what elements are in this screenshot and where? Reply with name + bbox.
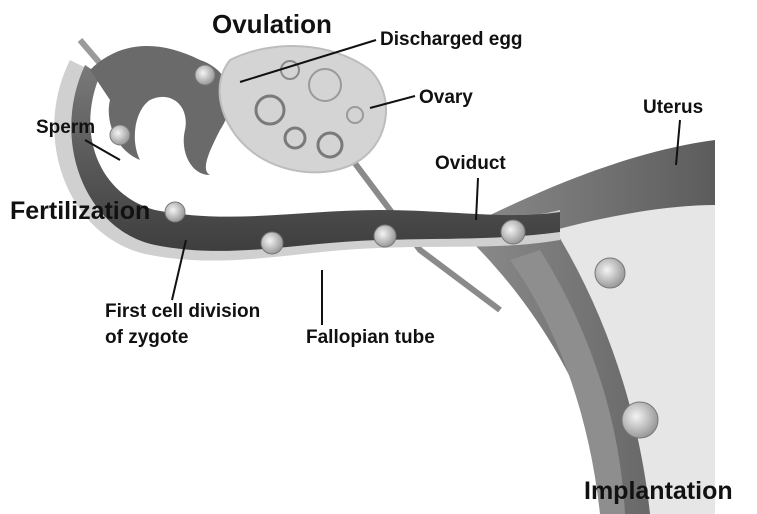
fallopian-tube-label: Fallopian tube	[306, 328, 435, 349]
sperm-label: Sperm	[36, 118, 95, 139]
egg-cell-icon	[195, 65, 215, 85]
embryo-icon	[622, 402, 658, 438]
embryo-icon	[595, 258, 625, 288]
implantation-label: Implantation	[584, 478, 733, 506]
ovary-label: Ovary	[419, 88, 473, 109]
zygote-icon	[501, 220, 525, 244]
ovulation-label: Ovulation	[212, 10, 332, 39]
oviduct-label: Oviduct	[435, 154, 506, 175]
sperm-cell-icon	[110, 125, 130, 145]
fertilization-label: Fertilization	[10, 198, 150, 226]
discharged-egg-label: Discharged egg	[380, 30, 523, 51]
leader-oviduct	[476, 178, 478, 220]
uterus-label: Uterus	[643, 98, 703, 119]
zygote-icon	[261, 232, 283, 254]
zygote-label: of zygote	[105, 328, 188, 349]
first-cell-division-label: First cell division	[105, 302, 260, 323]
zygote-icon	[165, 202, 185, 222]
zygote-icon	[374, 225, 396, 247]
